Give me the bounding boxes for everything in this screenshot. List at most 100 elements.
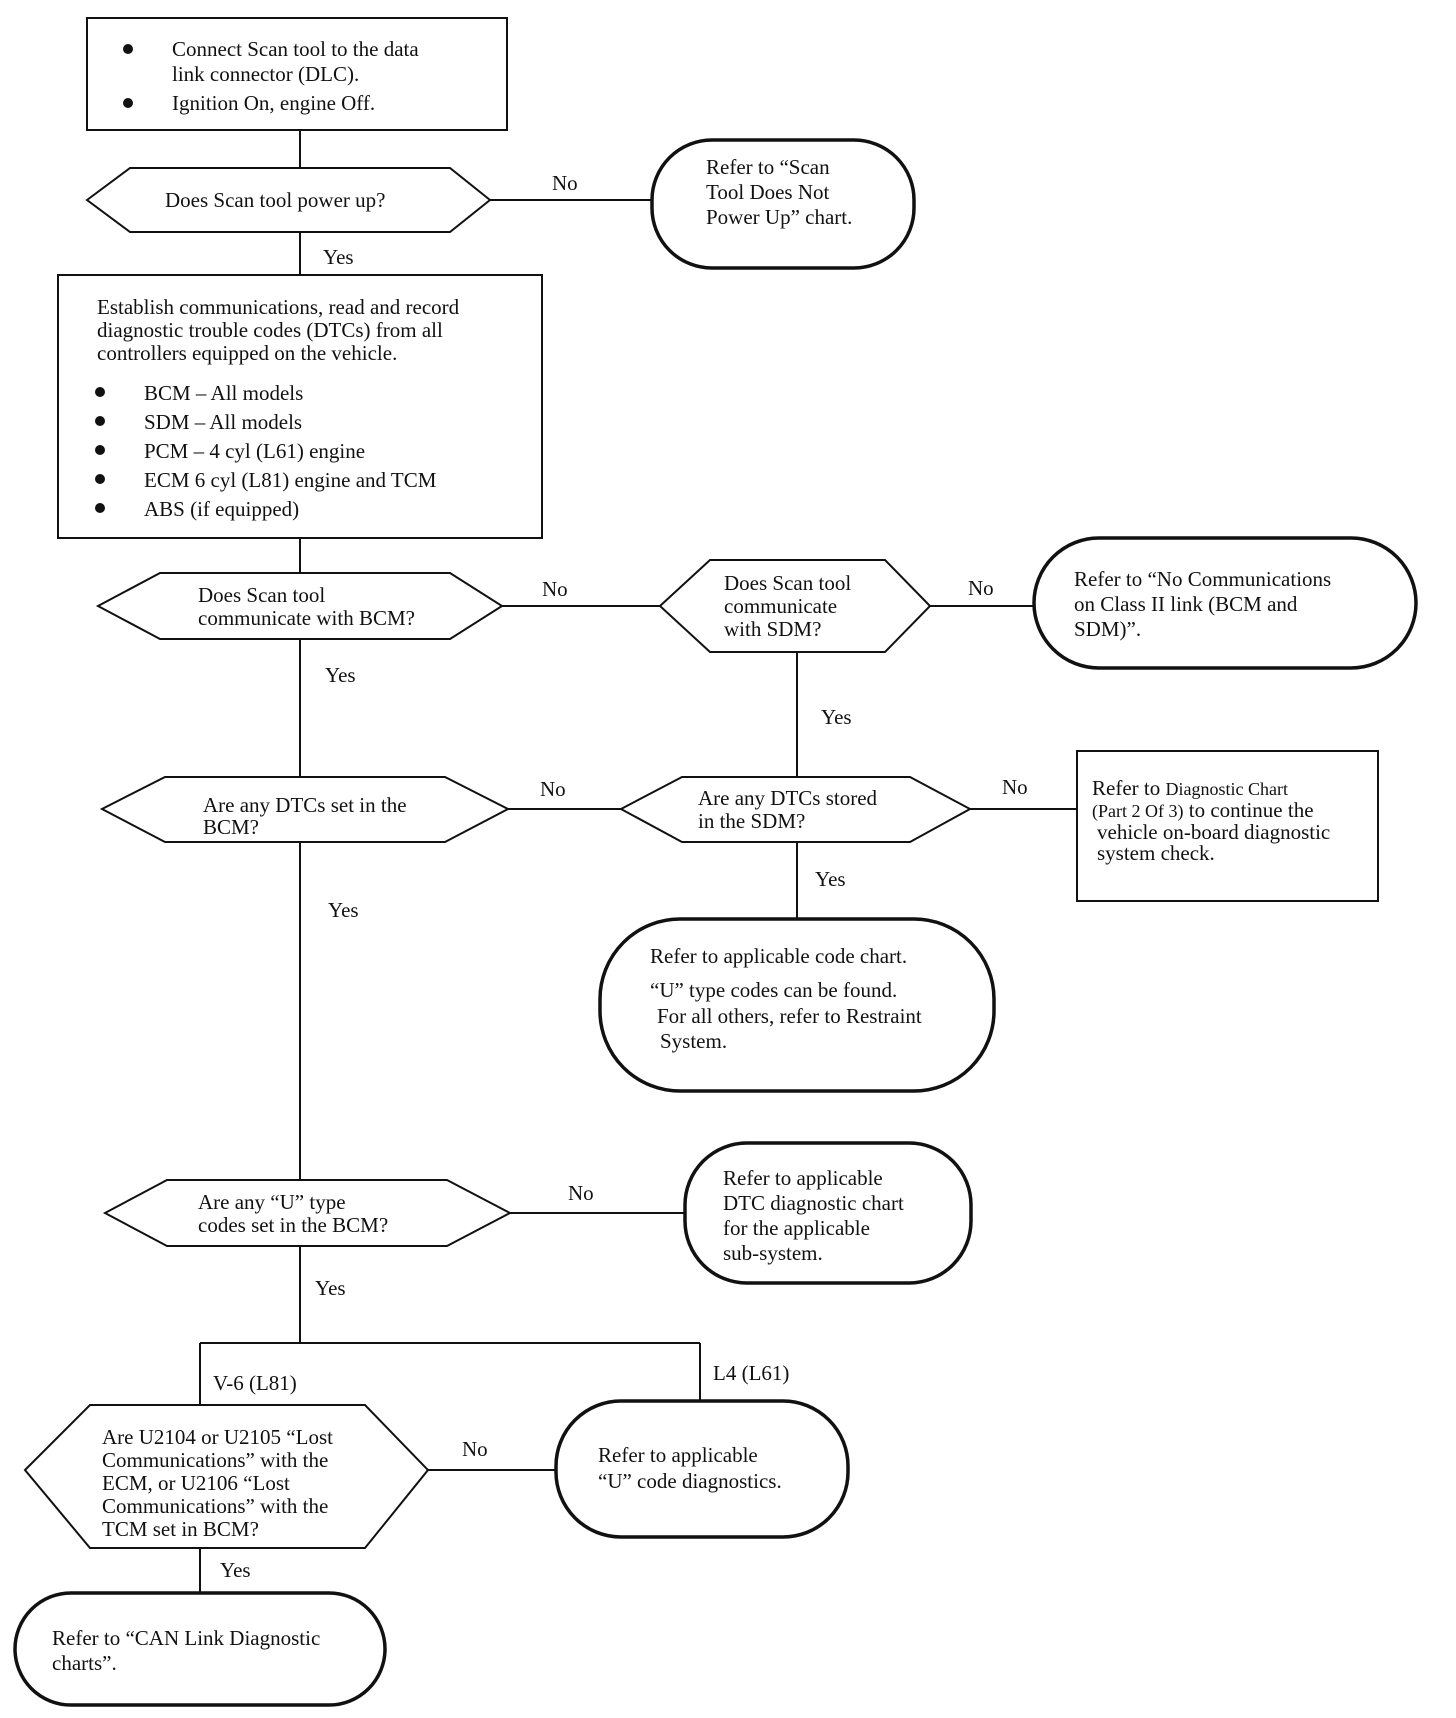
decision-text: with SDM? bbox=[724, 617, 821, 641]
branch-label-no: No bbox=[542, 577, 568, 601]
terminal-shape bbox=[1032, 536, 1418, 670]
decision-communicate-bcm: Does Scan tool communicate with BCM? bbox=[95, 572, 504, 640]
decision-dtcs-stored-sdm: Are any DTCs stored in the SDM? bbox=[618, 776, 973, 843]
branch-label-yes: Yes bbox=[815, 867, 846, 891]
branch-label-no: No bbox=[552, 171, 578, 195]
bullet-marker bbox=[95, 503, 105, 513]
decision-text: TCM set in BCM? bbox=[102, 1517, 259, 1541]
branch-label-no: No bbox=[968, 576, 994, 600]
branch-label-yes: Yes bbox=[220, 1558, 251, 1582]
branch-label-no: No bbox=[568, 1181, 594, 1205]
branch-label-yes: Yes bbox=[315, 1276, 346, 1300]
terminal-applicable-dtc-chart: Refer to applicable DTC diagnostic chart… bbox=[683, 1141, 973, 1285]
terminal-text: on Class II link (BCM and bbox=[1074, 592, 1298, 616]
decision-text: Are any DTCs set in the bbox=[203, 793, 407, 817]
establish-box-frame bbox=[57, 274, 543, 539]
decision-shape bbox=[85, 167, 492, 233]
terminal-text: System. bbox=[660, 1029, 727, 1053]
decision-lost-communications: Are U2104 or U2105 “Lost Communications”… bbox=[23, 1404, 430, 1549]
terminal-text: Refer to “CAN Link Diagnostic bbox=[52, 1626, 320, 1650]
decision-text: BCM? bbox=[203, 815, 259, 839]
decision-u-type-codes-bcm: Are any “U” type codes set in the BCM? bbox=[102, 1179, 513, 1247]
start-box-frame bbox=[86, 17, 508, 131]
terminal-text: DTC diagnostic chart bbox=[723, 1191, 904, 1215]
terminal-applicable-code-chart: Refer to applicable code chart. “U” type… bbox=[598, 917, 996, 1093]
bullet-marker bbox=[95, 416, 105, 426]
terminal-text: sub-system. bbox=[723, 1241, 823, 1265]
start-box-line: Connect Scan tool to the data bbox=[172, 37, 419, 61]
decision-text: Does Scan tool bbox=[198, 583, 325, 607]
decision-shape bbox=[95, 572, 504, 640]
decision-text: communicate with BCM? bbox=[198, 606, 415, 630]
decision-text: Communications” with the bbox=[102, 1494, 328, 1518]
establish-intro: controllers equipped on the vehicle. bbox=[97, 341, 397, 365]
terminal-text: SDM)”. bbox=[1074, 617, 1141, 641]
terminal-can-link-diagnostic: Refer to “CAN Link Diagnostic charts”. bbox=[13, 1591, 387, 1707]
terminal-shape bbox=[683, 1141, 973, 1285]
bullet-marker bbox=[95, 445, 105, 455]
start-box: Connect Scan tool to the data link conne… bbox=[86, 17, 508, 131]
terminal-scan-tool-not-power-up: Refer to “Scan Tool Does Not Power Up” c… bbox=[650, 138, 916, 270]
decision-text: Communications” with the bbox=[102, 1448, 328, 1472]
terminal-no-communications-class2: Refer to “No Communications on Class II … bbox=[1032, 536, 1418, 670]
terminal-text: “U” type codes can be found. bbox=[650, 978, 897, 1002]
terminal-text: “U” code diagnostics. bbox=[598, 1469, 782, 1493]
bullet-marker bbox=[123, 44, 133, 54]
decision-communicate-sdm: Does Scan tool communicate with SDM? bbox=[658, 559, 932, 653]
reference-chart-name: Diagnostic Chart bbox=[1165, 779, 1287, 799]
decision-dtcs-set-bcm: Are any DTCs set in the BCM? bbox=[99, 776, 511, 843]
terminal-shape bbox=[554, 1399, 850, 1539]
branch-label-yes: Yes bbox=[821, 705, 852, 729]
controller-item: SDM – All models bbox=[144, 410, 302, 434]
controller-item: ECM 6 cyl (L81) engine and TCM bbox=[144, 468, 437, 492]
reference-box-frame bbox=[1076, 750, 1379, 902]
start-box-line: link connector (DLC). bbox=[172, 62, 359, 86]
reference-text: vehicle on-board diagnostic bbox=[1097, 820, 1330, 844]
decision-shape bbox=[99, 776, 511, 843]
establish-communications-box: Establish communications, read and recor… bbox=[57, 274, 543, 539]
reference-text: (Part 2 Of 3) to continue the bbox=[1092, 798, 1314, 822]
reference-continue: to continue the bbox=[1189, 798, 1314, 822]
bullet-marker bbox=[95, 387, 105, 397]
controller-item: ABS (if equipped) bbox=[144, 497, 299, 521]
decision-shape bbox=[658, 559, 932, 653]
branch-label-no: No bbox=[1002, 775, 1028, 799]
branch-label-no: No bbox=[540, 777, 566, 801]
reference-text: system check. bbox=[1097, 841, 1215, 865]
branch-label-yes: Yes bbox=[323, 245, 354, 269]
terminal-shape bbox=[598, 917, 996, 1093]
branch-label-l4: L4 (L61) bbox=[713, 1361, 789, 1385]
terminal-text: Refer to applicable bbox=[723, 1166, 883, 1190]
reference-text: Refer to Diagnostic Chart bbox=[1092, 776, 1288, 800]
branch-label-v6: V-6 (L81) bbox=[213, 1371, 297, 1395]
controller-item: BCM – All models bbox=[144, 381, 303, 405]
decision-shape bbox=[23, 1404, 430, 1549]
terminal-text: Refer to “No Communications bbox=[1074, 567, 1331, 591]
decision-shape bbox=[102, 1179, 513, 1247]
terminal-text: Tool Does Not bbox=[706, 180, 830, 204]
terminal-text: for the applicable bbox=[723, 1216, 870, 1240]
terminal-text: Refer to “Scan bbox=[706, 155, 830, 179]
branch-label-yes: Yes bbox=[328, 898, 359, 922]
establish-intro: Establish communications, read and recor… bbox=[97, 295, 460, 319]
terminal-text: Power Up” chart. bbox=[706, 205, 852, 229]
decision-text: Are U2104 or U2105 “Lost bbox=[102, 1425, 333, 1449]
terminal-text: Refer to applicable code chart. bbox=[650, 944, 907, 968]
decision-text: Does Scan tool power up? bbox=[165, 188, 385, 212]
decision-shape bbox=[618, 776, 973, 843]
decision-scan-tool-power: Does Scan tool power up? bbox=[85, 167, 492, 233]
reference-part: (Part 2 Of 3) bbox=[1092, 801, 1183, 822]
decision-text: Does Scan tool bbox=[724, 571, 851, 595]
decision-text: codes set in the BCM? bbox=[198, 1213, 388, 1237]
terminal-shape bbox=[650, 138, 916, 270]
controller-item: PCM – 4 cyl (L61) engine bbox=[144, 439, 365, 463]
branch-label-no: No bbox=[462, 1437, 488, 1461]
connectors bbox=[199, 130, 1077, 1593]
establish-intro: diagnostic trouble codes (DTCs) from all bbox=[97, 318, 443, 342]
decision-text: Are any DTCs stored bbox=[698, 786, 878, 810]
terminal-u-code-diagnostics: Refer to applicable “U” code diagnostics… bbox=[554, 1399, 850, 1539]
terminal-text: charts”. bbox=[52, 1651, 117, 1675]
decision-text: in the SDM? bbox=[698, 809, 805, 833]
terminal-shape bbox=[13, 1591, 387, 1707]
terminal-text: Refer to applicable bbox=[598, 1443, 758, 1467]
